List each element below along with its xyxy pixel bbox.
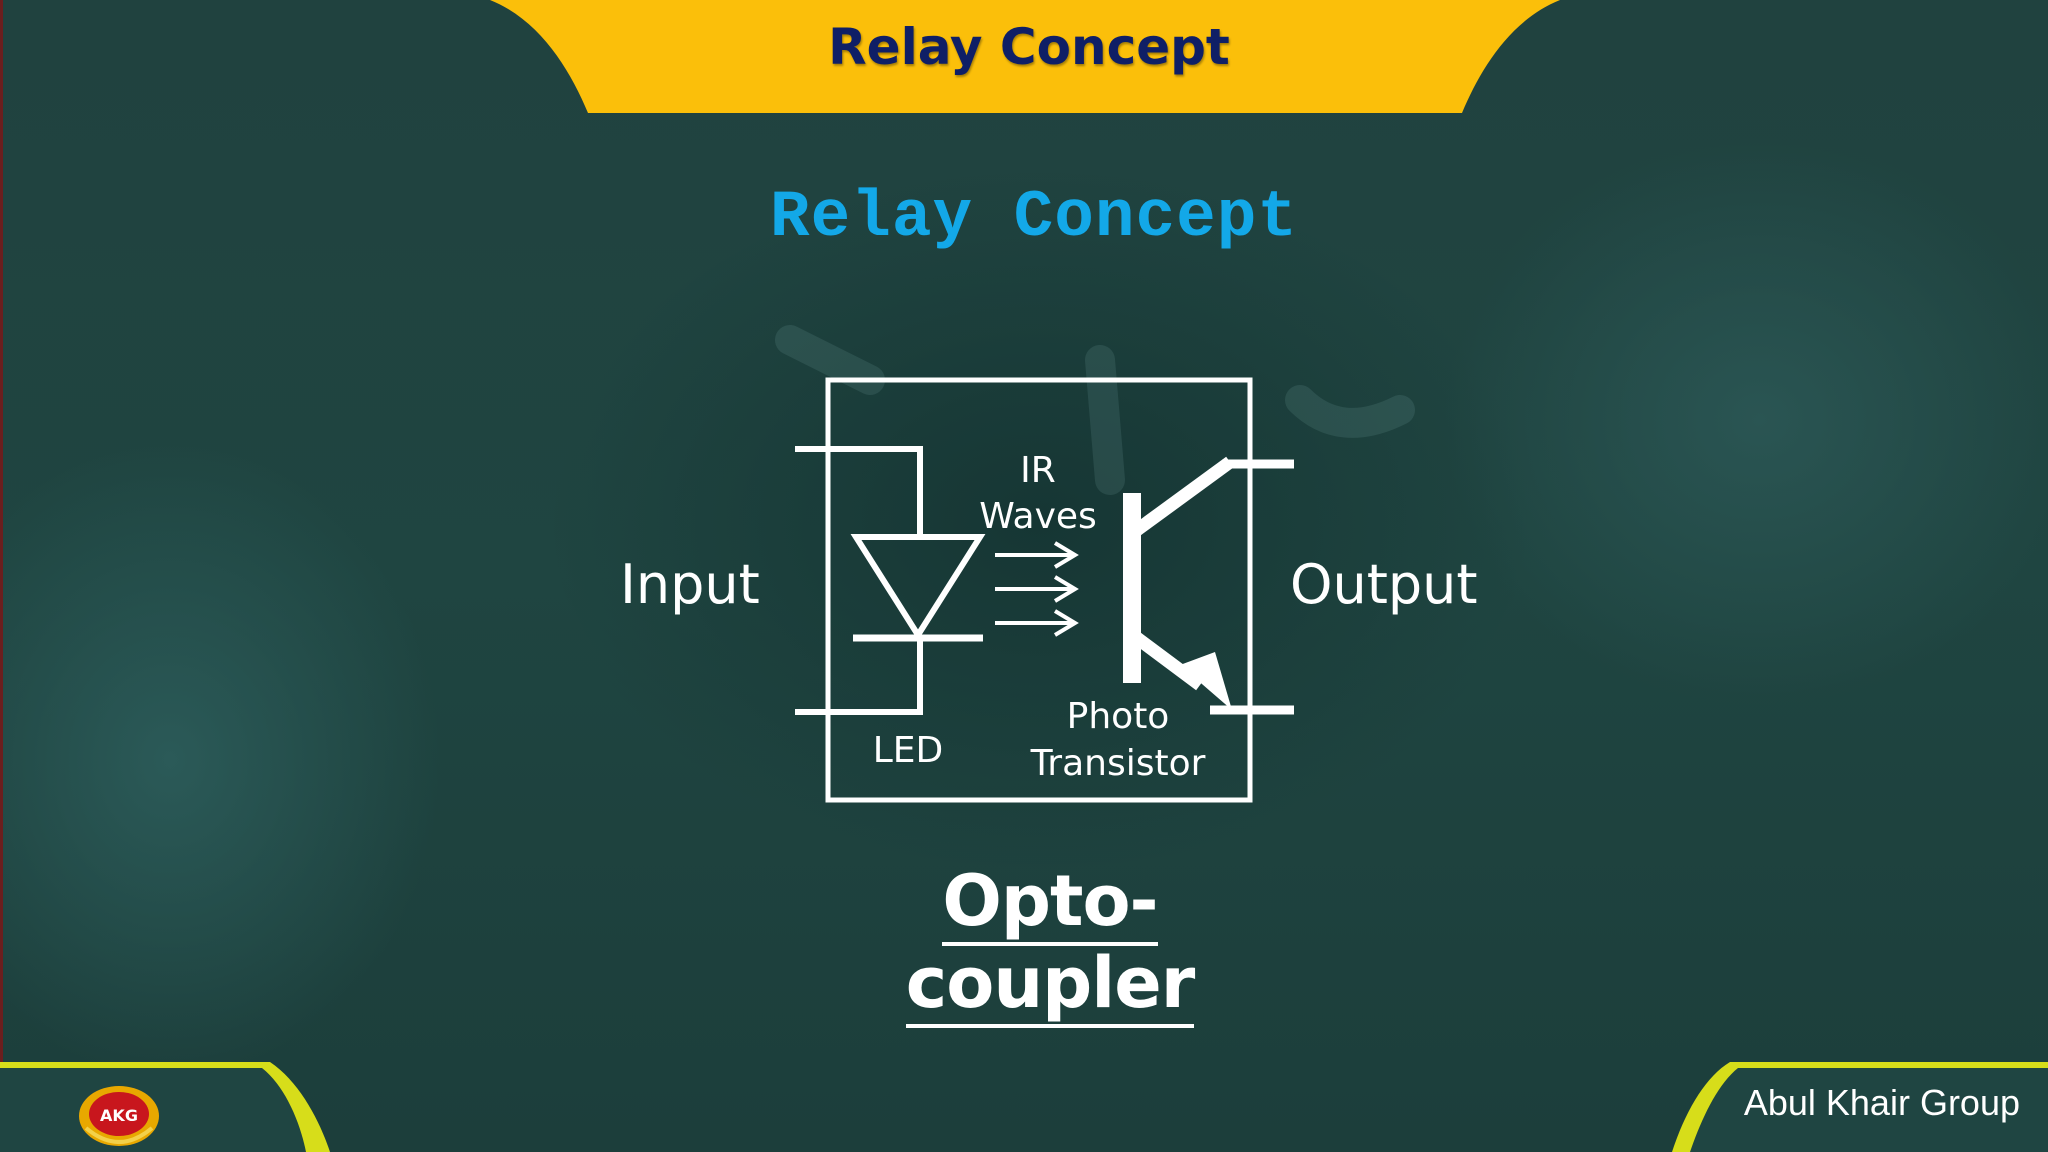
transistor-emitter	[1133, 632, 1204, 691]
output-label: Output	[1290, 553, 1478, 616]
left-edge-line	[0, 0, 3, 1065]
input-lead-bottom	[795, 638, 923, 715]
footer-left-tab	[0, 1062, 330, 1152]
transistor-label: Transistor	[1030, 743, 1206, 784]
package-outline	[825, 377, 1253, 803]
akg-logo: AKG	[79, 1086, 159, 1146]
caption-text: Opto-coupler	[905, 860, 1195, 1028]
faded-background-figure	[775, 325, 1415, 495]
led-label: LED	[873, 730, 944, 771]
svg-text:AKG: AKG	[100, 1106, 138, 1125]
input-lead-top	[795, 446, 923, 535]
led-diode-symbol	[850, 534, 986, 641]
banner-title: Relay Concept	[828, 18, 1230, 76]
slide-heading: Relay Concept	[770, 180, 1298, 255]
transistor-collector	[1133, 456, 1234, 536]
waves-label: Waves	[979, 496, 1097, 537]
diagram-caption: Opto-coupler	[800, 860, 1300, 1028]
top-banner	[490, 0, 1560, 113]
emitter-arrow	[1180, 652, 1232, 710]
footer-right-tab	[1672, 1062, 2048, 1152]
ir-label: IR	[1020, 450, 1056, 491]
transistor-base-bar	[1123, 493, 1141, 683]
ir-waves-arrows	[995, 541, 1079, 637]
photo-label: Photo	[1067, 696, 1170, 737]
company-name: Abul Khair Group	[1743, 1082, 2020, 1123]
input-label: Input	[620, 553, 760, 616]
